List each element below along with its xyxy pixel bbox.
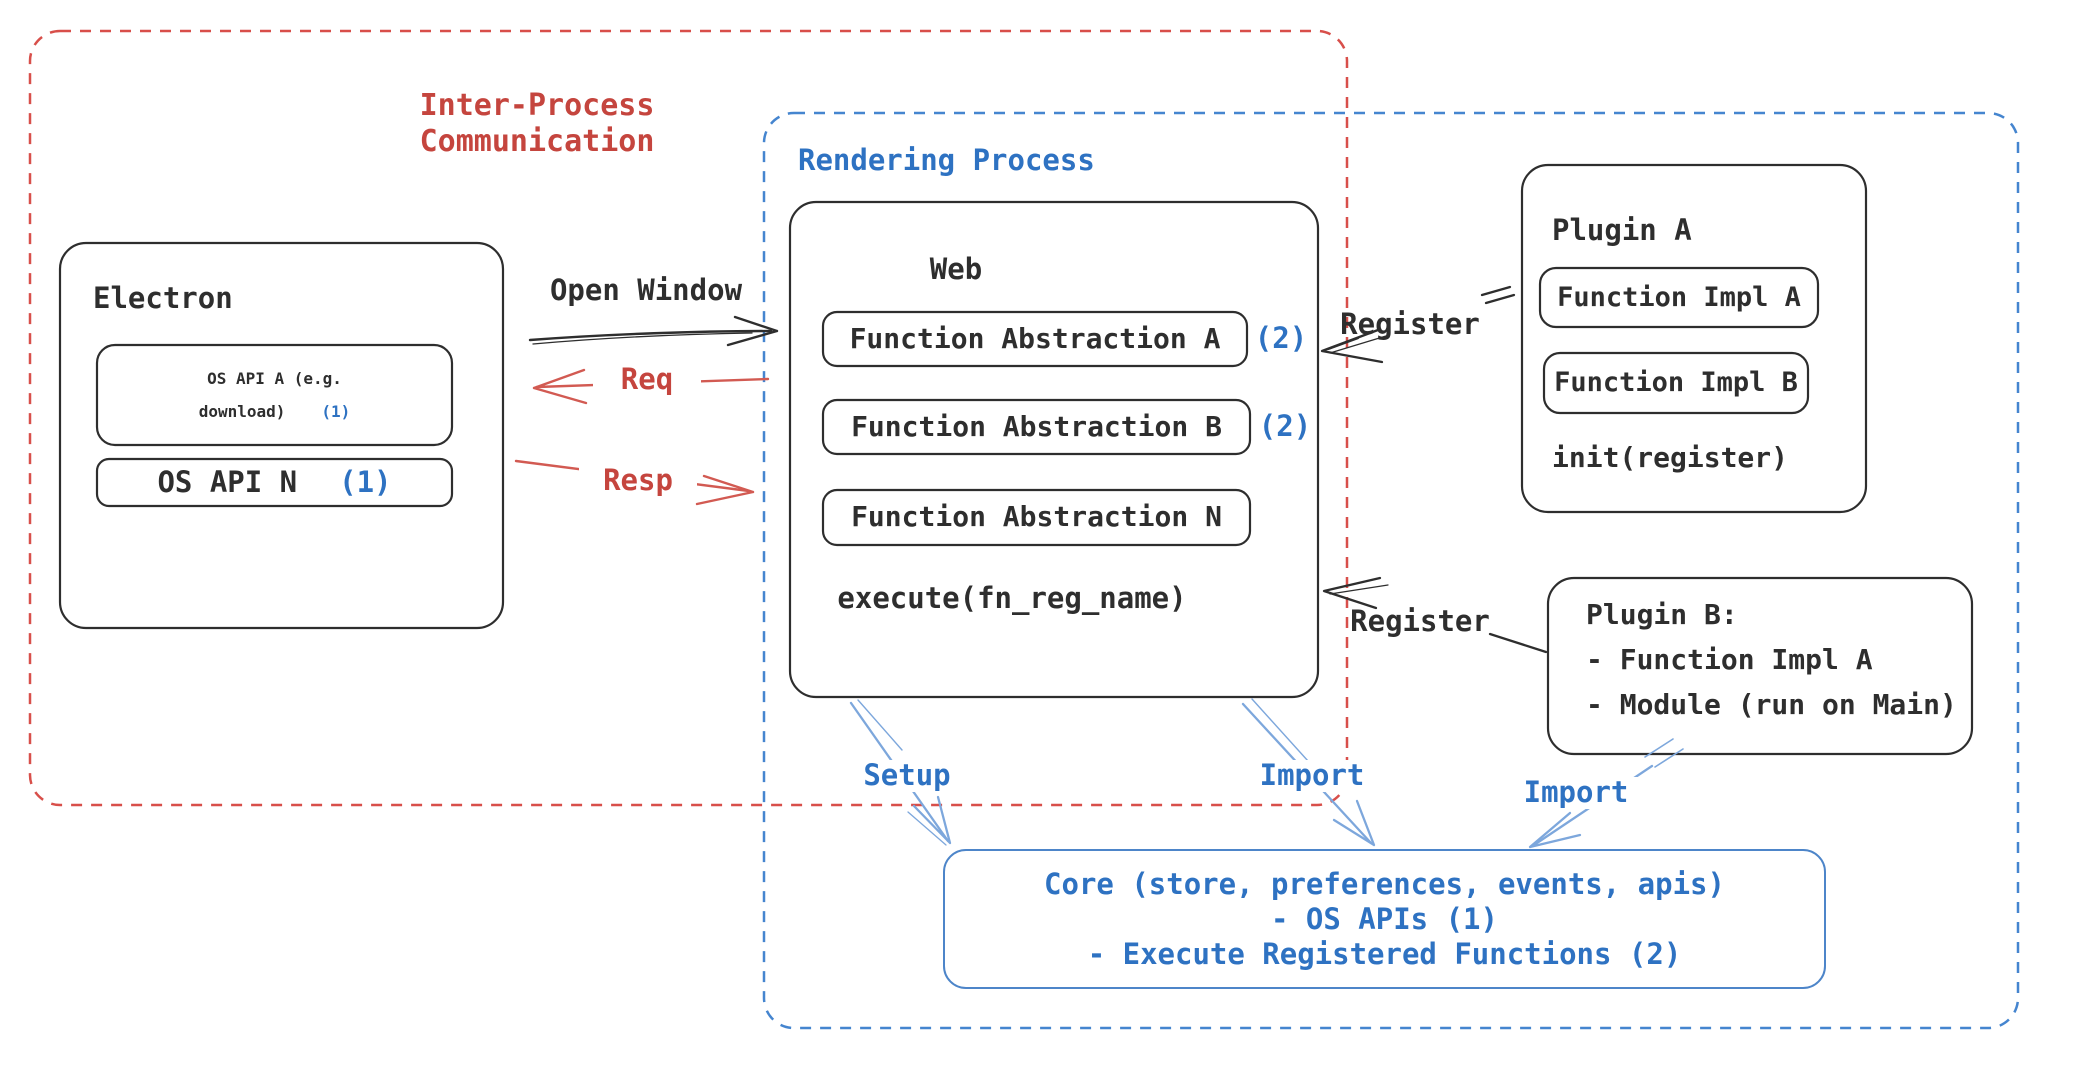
function-abstraction-n-label: Function Abstraction N [851,500,1222,534]
plugin-b-line3: - Module (run on Main) [1586,688,1957,721]
ipc-region-border [28,29,1349,807]
os-api-a-box [95,343,454,447]
ipc-region-label-line1: Inter-Process [419,88,655,123]
register-bottom-label: Register [1350,604,1490,639]
electron-title: Electron [93,281,233,316]
register-bottom-arrow [1322,576,1548,654]
function-abstraction-a-label: Function Abstraction A [849,321,1221,355]
plugin-b-line1: Plugin B: [1586,598,1738,631]
function-abstraction-n-box [821,488,1252,547]
os-api-n-label: OS API N [157,464,298,499]
core-line1: Core (store, preferences, events, apis) [1044,866,1725,901]
open-window-arrow [528,315,779,347]
execute-label: execute(fn_reg_name) [837,581,1187,616]
core-line3: - Execute Registered Functions (2) [1087,936,1682,971]
os-api-n-badge: (1) [339,464,392,499]
plugin-a-title: Plugin A [1552,213,1692,248]
setup-label: Setup [845,759,969,792]
register-top-label: Register [1340,307,1480,342]
web-title: Web [929,252,983,287]
os-api-a-line1: OS API A (e.g. [207,369,342,388]
function-abstraction-a-box [821,310,1249,368]
open-window-label: Open Window [549,273,743,308]
ipc-region-label: Inter-Process Communication [392,86,682,162]
ipc-region-label-line2: Communication [419,124,655,159]
req-label: Req [593,363,701,396]
os-api-a-badge: (1) [321,402,351,421]
os-api-a-line2: download) [198,402,286,421]
register-top-arrow [1320,285,1516,364]
rendering-region-border [762,111,2020,1030]
core-box [943,849,1826,989]
plugin-b-content: Plugin B: - Function Impl A - Module (ru… [1548,578,1972,754]
function-impl-b-label: Function Impl B [1554,367,1798,399]
function-abstraction-b-badge: (2) [1258,409,1312,444]
rendering-region-label: Rendering Process [798,143,1095,178]
os-api-a-content: OS API A (e.g. download) (1) [97,345,452,445]
function-abstraction-b-label: Function Abstraction B [851,409,1222,443]
function-abstraction-a-badge: (2) [1254,321,1308,356]
plugin-a-box [1520,163,1868,514]
resp-label: Resp [579,464,697,497]
core-content: Core (store, preferences, events, apis) … [944,850,1825,988]
function-impl-b-box [1542,351,1810,415]
init-register-label: init(register) [1552,440,1789,474]
import-web-label: Import [1246,759,1378,792]
plugin-b-box [1546,576,1974,756]
function-abstraction-b-box [821,398,1252,456]
plugin-b-line2: - Function Impl A [1586,643,1873,676]
os-api-n-content: OS API N (1) [97,459,452,506]
function-impl-a-box [1538,266,1820,329]
function-impl-a-label: Function Impl A [1557,281,1801,313]
core-line2: - OS APIs (1) [1271,901,1498,936]
import-plugin-b-label: Import [1507,776,1645,809]
os-api-n-box [95,457,454,508]
